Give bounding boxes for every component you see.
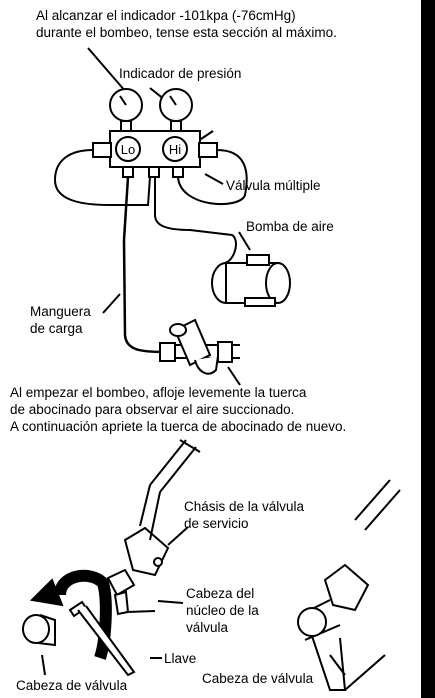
- valve-cap-label-right: Cabeza de válvula: [202, 671, 314, 686]
- valve-cap-label-left: Cabeza de válvula: [16, 678, 128, 693]
- leader-arrow-top: [87, 47, 127, 93]
- hose-left: [53, 149, 151, 206]
- charge-hose-line2: de carga: [30, 321, 83, 336]
- valve-cap-right: [297, 607, 327, 637]
- hose-to-pump: [154, 177, 237, 264]
- gauge-hi-label: Hi: [169, 142, 181, 157]
- core-head-line3: válvula: [186, 620, 229, 635]
- leader-arrow-flare: [227, 366, 241, 386]
- gauge-lo-label: Lo: [121, 142, 135, 157]
- leader-arrow-pump: [238, 231, 251, 251]
- note-bottom-line3: A continuación apriete la tuerca de aboc…: [10, 419, 347, 434]
- note-top-line1: Al alcanzar el indicador -101kpa (-76cmH…: [36, 8, 296, 23]
- core-head-line2: núcleo de la: [186, 603, 259, 618]
- page-side-bar: [421, 0, 435, 698]
- valve-cap-left: [22, 614, 50, 644]
- note-top-line2: durante el bombeo, tense esta sección al…: [36, 25, 337, 40]
- valve-chassis-line2: de servicio: [184, 516, 249, 531]
- pressure-gauge-label: Indicador de presión: [119, 66, 242, 81]
- core-head-line1: Cabeza del: [186, 586, 255, 601]
- note-bottom-line2: de abocinado para observar el aire succi…: [10, 402, 295, 417]
- hex-key-wrench: [77, 605, 136, 677]
- charge-hose-line1: Manguera: [30, 304, 91, 319]
- leader-arrow-hose: [102, 293, 121, 314]
- valve-chassis-line1: Chásis de la válvula: [184, 499, 305, 514]
- charge-hose: [122, 176, 166, 354]
- leader-core-head: [125, 610, 156, 613]
- lo-knob: [115, 136, 141, 162]
- note-bottom-line1: Al empezar el bombeo, afloje levemente l…: [10, 385, 307, 400]
- air-pump-label: Bomba de aire: [246, 219, 334, 234]
- leader-arrow-manifold: [204, 173, 224, 185]
- service-valve-chassis: [123, 526, 170, 577]
- hi-knob: [162, 136, 188, 162]
- hose-right: [177, 149, 248, 206]
- manifold-valve-label: Válvula múltiple: [226, 178, 321, 193]
- leader-chassis: [167, 526, 189, 546]
- wrench-label: Llave: [164, 651, 197, 666]
- leader-cap-left: [41, 654, 46, 676]
